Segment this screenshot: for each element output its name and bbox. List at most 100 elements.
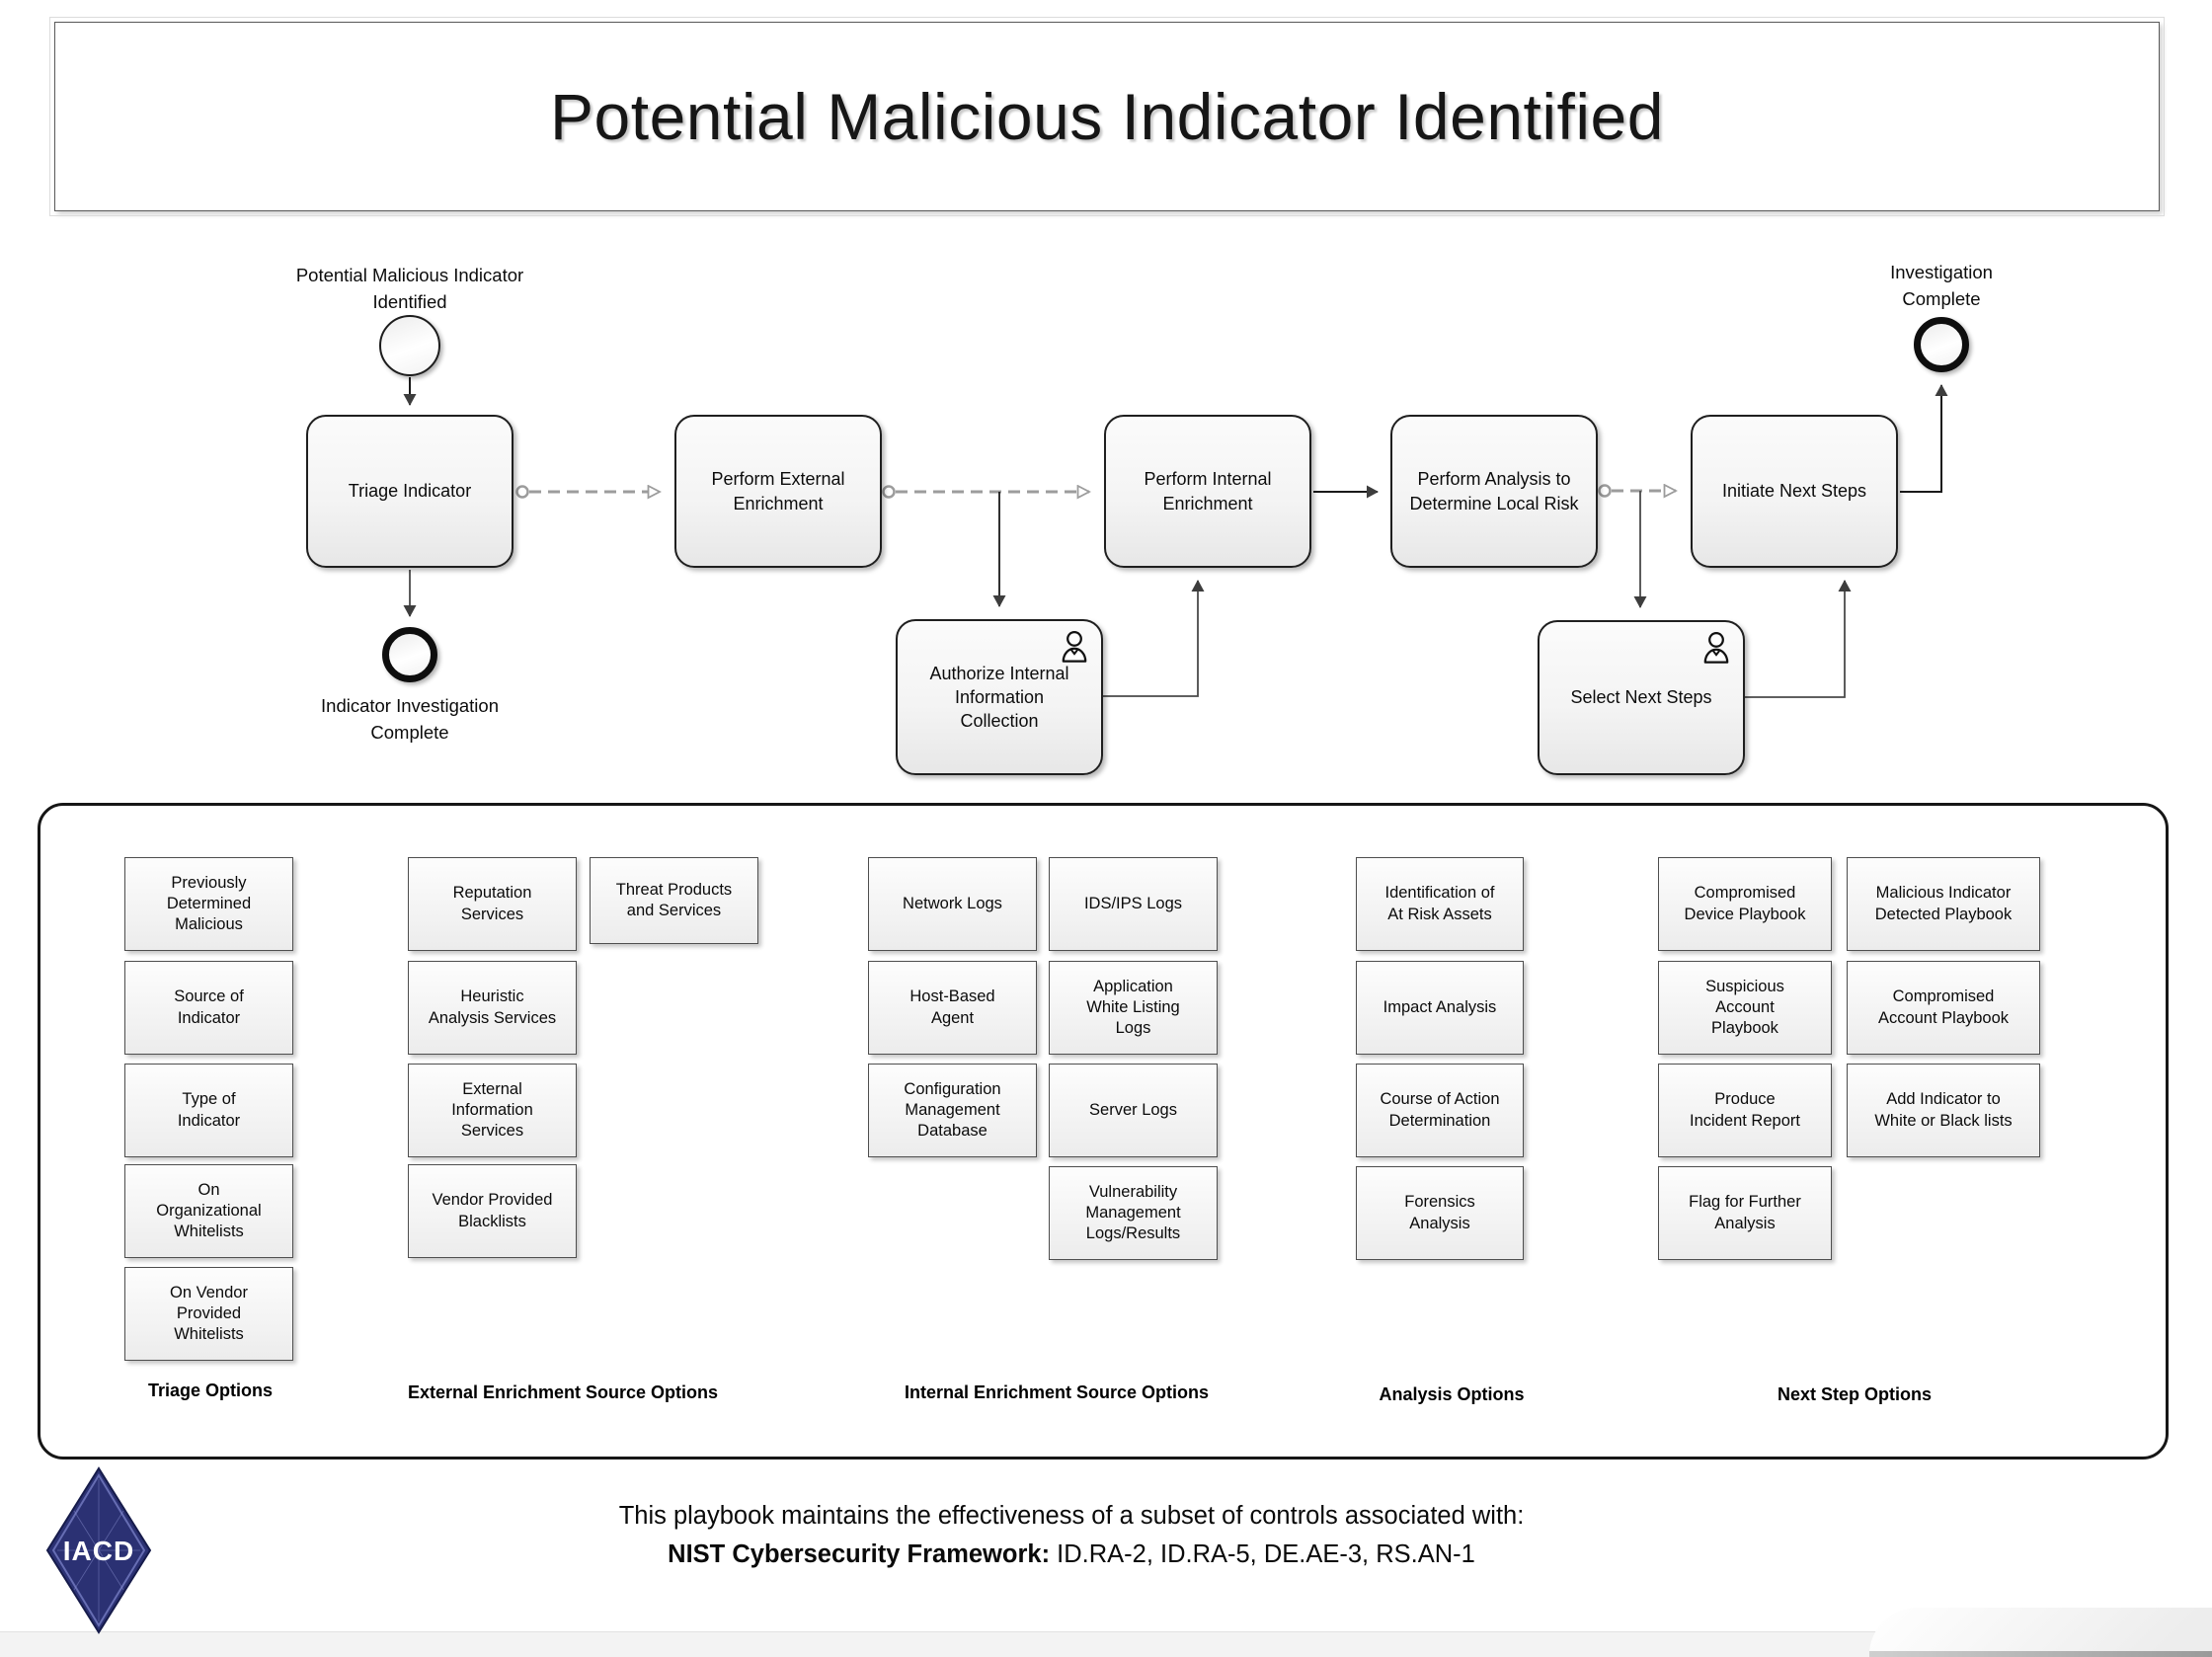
iacd-logo-text: IACD (63, 1536, 134, 1566)
option-label: Configuration Management Database (904, 1079, 1001, 1141)
bottom-right-shadow (1869, 1608, 2212, 1657)
start-event-circle (379, 315, 440, 376)
option-label: Vendor Provided Blacklists (432, 1191, 553, 1230)
option-label: Server Logs (1089, 1100, 1177, 1119)
option-label: Host-Based Agent (909, 987, 995, 1027)
task-label: Triage Indicator (348, 481, 472, 502)
group-label-external-enrichment-options: External Enrichment Source Options (407, 1382, 719, 1402)
end-event-indicator-complete-label: Indicator Investigation Complete (321, 695, 499, 743)
flow-source-dot (1598, 484, 1612, 498)
option-label: Application White Listing Logs (1086, 977, 1180, 1038)
flow-source-dot (515, 485, 529, 499)
option-label: Previously Determined Malicious (166, 873, 252, 934)
flow-initiate-to-complete (1900, 384, 1948, 493)
task-authorize-internal-collection: Authorize Internal Information Collectio… (896, 619, 1103, 775)
option-label: Course of Action Determination (1380, 1090, 1500, 1130)
option-source-of-indicator: Source of Indicator (124, 961, 293, 1055)
user-icon (1700, 630, 1732, 672)
option-label: Suspicious Account Playbook (1705, 977, 1784, 1038)
option-label: Type of Indicator (177, 1090, 241, 1130)
task-label: Perform Analysis to Determine Local Risk (1409, 469, 1579, 513)
end-event-investigation-complete-label: Investigation Complete (1890, 262, 1993, 309)
option-label: On Vendor Provided Whitelists (170, 1283, 248, 1344)
task-perform-external-enrichment: Perform External Enrichment (674, 415, 882, 568)
footer-line2: NIST Cybersecurity Framework: ID.RA-2, I… (380, 1536, 1763, 1574)
option-label: Forensics Analysis (1404, 1193, 1475, 1232)
task-select-next-steps: Select Next Steps (1538, 620, 1745, 775)
start-event-label: Potential Malicious Indicator Identified (295, 265, 524, 312)
option-label: Compromised Account Playbook (1877, 987, 2010, 1027)
task-perform-internal-enrichment: Perform Internal Enrichment (1104, 415, 1311, 568)
flow-source-dot (882, 485, 896, 499)
option-threat-products-and-services: Threat Products and Services (590, 857, 758, 944)
option-forensics-analysis: Forensics Analysis (1356, 1166, 1524, 1260)
option-vulnerability-management-logs: Vulnerability Management Logs/Results (1049, 1166, 1218, 1260)
option-type-of-indicator: Type of Indicator (124, 1064, 293, 1157)
option-label: Threat Products and Services (615, 880, 733, 919)
task-label: Perform External Enrichment (711, 469, 845, 513)
option-malicious-indicator-detected-playbook: Malicious Indicator Detected Playbook (1847, 857, 2040, 951)
task-label: Authorize Internal Information Collectio… (929, 663, 1069, 732)
iacd-logo: IACD (44, 1465, 153, 1640)
option-network-logs: Network Logs (868, 857, 1037, 951)
task-triage-indicator: Triage Indicator (306, 415, 514, 568)
option-label: Vulnerability Management Logs/Results (1085, 1182, 1181, 1243)
group-label-analysis-options: Analysis Options (1379, 1384, 1525, 1404)
option-impact-analysis: Impact Analysis (1356, 961, 1524, 1055)
end-event-investigation-complete (1914, 317, 1969, 372)
user-icon (1059, 629, 1090, 671)
option-application-white-listing-logs: Application White Listing Logs (1049, 961, 1218, 1055)
option-vendor-provided-blacklists: Vendor Provided Blacklists (408, 1164, 577, 1258)
footer: This playbook maintains the effectivenes… (380, 1497, 1763, 1574)
title-box: Potential Malicious Indicator Identified (49, 17, 2165, 216)
group-label-triage-options: Triage Options (147, 1381, 274, 1400)
footer-line1: This playbook maintains the effectivenes… (618, 1502, 1525, 1530)
option-label: Produce Incident Report (1690, 1090, 1800, 1130)
task-perform-analysis-local-risk: Perform Analysis to Determine Local Risk (1390, 415, 1598, 568)
option-label: Reputation Services (452, 884, 532, 923)
option-heuristic-analysis-services: Heuristic Analysis Services (408, 961, 577, 1055)
option-external-information-services: External Information Services (408, 1064, 577, 1157)
option-add-indicator-white-black-lists: Add Indicator to White or Black lists (1847, 1064, 2040, 1157)
option-host-based-agent: Host-Based Agent (868, 961, 1037, 1055)
footer-nist-codes: ID.RA-2, ID.RA-5, DE.AE-3, RS.AN-1 (1050, 1540, 1475, 1568)
option-label: Identification of At Risk Assets (1384, 884, 1495, 923)
option-compromised-account-playbook: Compromised Account Playbook (1847, 961, 2040, 1055)
option-produce-incident-report: Produce Incident Report (1658, 1064, 1832, 1157)
task-label: Select Next Steps (1570, 687, 1712, 708)
option-configuration-management-database: Configuration Management Database (868, 1064, 1037, 1157)
option-label: Network Logs (903, 894, 1002, 912)
option-label: Compromised Device Playbook (1684, 884, 1806, 923)
option-label: Impact Analysis (1382, 997, 1497, 1016)
footer-nist-label: NIST Cybersecurity Framework: (668, 1540, 1051, 1568)
option-label: Flag for Further Analysis (1689, 1193, 1801, 1232)
option-label: Add Indicator to White or Black lists (1874, 1090, 2013, 1130)
task-label: Initiate Next Steps (1721, 481, 1867, 502)
option-identification-at-risk-assets: Identification of At Risk Assets (1356, 857, 1524, 951)
option-on-organizational-whitelists: On Organizational Whitelists (124, 1164, 293, 1258)
bottom-right-edge (1869, 1651, 2212, 1657)
page-title: Potential Malicious Indicator Identified (550, 80, 1664, 153)
option-flag-for-further-analysis: Flag for Further Analysis (1658, 1166, 1832, 1260)
option-label: On Organizational Whitelists (156, 1180, 262, 1241)
option-on-vendor-provided-whitelists: On Vendor Provided Whitelists (124, 1267, 293, 1361)
option-label: Source of Indicator (174, 987, 244, 1027)
option-label: External Information Services (451, 1079, 533, 1141)
group-label-next-step-options: Next Step Options (1777, 1384, 1932, 1404)
flow-authorize-to-internal (1103, 580, 1205, 697)
option-reputation-services: Reputation Services (408, 857, 577, 951)
group-label-internal-enrichment-options: Internal Enrichment Source Options (904, 1382, 1210, 1402)
task-initiate-next-steps: Initiate Next Steps (1691, 415, 1898, 568)
option-ids-ips-logs: IDS/IPS Logs (1049, 857, 1218, 951)
option-suspicious-account-playbook: Suspicious Account Playbook (1658, 961, 1832, 1055)
option-previously-determined-malicious: Previously Determined Malicious (124, 857, 293, 951)
option-server-logs: Server Logs (1049, 1064, 1218, 1157)
option-compromised-device-playbook: Compromised Device Playbook (1658, 857, 1832, 951)
end-event-indicator-complete (382, 627, 437, 682)
option-label: Malicious Indicator Detected Playbook (1874, 884, 2013, 923)
option-label: Heuristic Analysis Services (428, 987, 557, 1027)
page-bottom-strip (0, 1631, 2212, 1657)
flow-select-to-initiate (1745, 580, 1852, 698)
option-label: IDS/IPS Logs (1083, 894, 1183, 912)
